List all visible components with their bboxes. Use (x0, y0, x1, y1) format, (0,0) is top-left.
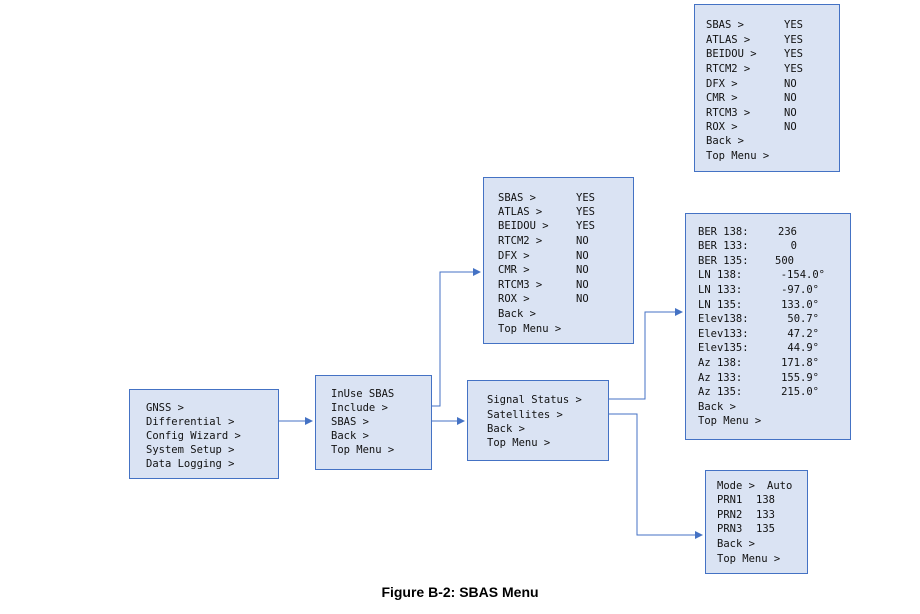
satellites-prn-label: PRN1 (717, 494, 743, 506)
menu-item-top-menu[interactable]: Top Menu > (331, 444, 395, 456)
include-value-rox: NO (576, 293, 589, 305)
signal-value: 133.0° (781, 299, 819, 311)
satellites-back[interactable]: Back > (717, 538, 755, 550)
signal-value: 155.9° (781, 372, 819, 384)
satellites-prn-label: PRN3 (717, 523, 743, 535)
variant-value-rox: NO (784, 121, 797, 133)
menu-item-satellites[interactable]: Satellites > (487, 409, 563, 421)
inuse-sbas-status: InUse SBAS (331, 388, 395, 400)
include-value-cmr: NO (576, 264, 589, 276)
signal-status-box: BER 138: 236 BER 133: 0 BER 135: 500 LN … (685, 213, 851, 440)
include-value-rtcm3: NO (576, 279, 589, 291)
satellites-box: Mode > Auto PRN1 138 PRN2 133 PRN3 135 B… (705, 470, 808, 574)
signal-value: 171.8° (781, 357, 819, 369)
signal-value: 500 (775, 255, 794, 267)
include-menu-variant-box: SBAS > YES ATLAS > YES BEIDOU > YES RTCM… (694, 4, 840, 172)
variant-top-menu[interactable]: Top Menu > (706, 150, 770, 162)
signal-label: Elev135: (698, 342, 749, 354)
arrow-signal-status-to-detail (598, 308, 683, 400)
signal-value: 0 (790, 240, 797, 252)
include-value-dfx: NO (576, 250, 589, 262)
include-item-atlas[interactable]: ATLAS > (498, 206, 543, 218)
satellites-mode-value: Auto (767, 480, 793, 492)
menu-item-data-logging[interactable]: Data Logging > (146, 458, 235, 470)
signal-label: Az 138: (698, 357, 743, 369)
include-item-beidou[interactable]: BEIDOU > (498, 220, 549, 232)
figure-caption: Figure B-2: SBAS Menu (381, 584, 539, 600)
include-value-beidou: YES (576, 220, 595, 232)
signal-back[interactable]: Back > (698, 401, 736, 413)
variant-item-rox[interactable]: ROX > (706, 121, 738, 133)
variant-value-dfx: NO (784, 78, 797, 90)
include-item-rox[interactable]: ROX > (498, 293, 530, 305)
satellites-prn-value: 135 (756, 523, 775, 535)
variant-back[interactable]: Back > (706, 135, 744, 147)
menu-item-system-setup[interactable]: System Setup > (146, 444, 235, 456)
menu-item-top-menu[interactable]: Top Menu > (487, 437, 551, 449)
signal-value: 50.7° (787, 313, 819, 325)
menu-item-sbas[interactable]: SBAS > (331, 416, 369, 428)
signal-label: Az 135: (698, 386, 743, 398)
signal-label: Elev138: (698, 313, 749, 325)
satellites-top-menu[interactable]: Top Menu > (717, 553, 781, 565)
signal-label: BER 138: (698, 226, 749, 238)
main-menu-box: GNSS > Differential > Config Wizard > Sy… (129, 389, 279, 479)
signal-label: LN 133: (698, 284, 743, 296)
menu-item-signal-status[interactable]: Signal Status > (487, 394, 582, 406)
variant-item-atlas[interactable]: ATLAS > (706, 34, 751, 46)
menu-item-back[interactable]: Back > (487, 423, 525, 435)
signal-label: LN 138: (698, 269, 743, 281)
variant-value-rtcm3: NO (784, 107, 797, 119)
include-menu-box: SBAS > YES ATLAS > YES BEIDOU > YES RTCM… (483, 177, 634, 344)
variant-value-cmr: NO (784, 92, 797, 104)
variant-value-atlas: YES (784, 34, 803, 46)
variant-value-rtcm2: YES (784, 63, 803, 75)
include-item-cmr[interactable]: CMR > (498, 264, 530, 276)
signal-value: 44.9° (787, 342, 819, 354)
differential-menu-box: InUse SBAS Include > SBAS > Back > Top M… (315, 375, 432, 470)
menu-item-config-wizard[interactable]: Config Wizard > (146, 430, 241, 442)
signal-top-menu[interactable]: Top Menu > (698, 415, 762, 427)
signal-label: Elev133: (698, 328, 749, 340)
signal-value: -154.0° (780, 269, 825, 281)
variant-item-dfx[interactable]: DFX > (706, 78, 738, 90)
variant-item-rtcm2[interactable]: RTCM2 > (706, 63, 751, 75)
variant-item-beidou[interactable]: BEIDOU > (706, 48, 757, 60)
signal-label: BER 135: (698, 255, 749, 267)
signal-value: 236 (778, 226, 797, 238)
variant-item-rtcm3[interactable]: RTCM3 > (706, 107, 751, 119)
include-value-sbas: YES (576, 192, 595, 204)
include-item-sbas[interactable]: SBAS > (498, 192, 536, 204)
menu-item-include[interactable]: Include > (331, 402, 388, 414)
satellites-mode-label[interactable]: Mode > (717, 480, 755, 492)
sbas-menu-box: Signal Status > Satellites > Back > Top … (467, 380, 609, 461)
menu-item-differential[interactable]: Differential > (146, 416, 235, 428)
include-value-atlas: YES (576, 206, 595, 218)
variant-value-beidou: YES (784, 48, 803, 60)
include-value-rtcm2: NO (576, 235, 589, 247)
variant-item-sbas[interactable]: SBAS > (706, 19, 744, 31)
signal-value: 47.2° (787, 328, 819, 340)
signal-value: -97.0° (781, 284, 819, 296)
include-item-rtcm2[interactable]: RTCM2 > (498, 235, 543, 247)
signal-label: LN 135: (698, 299, 743, 311)
include-item-rtcm3[interactable]: RTCM3 > (498, 279, 543, 291)
satellites-prn-value: 133 (756, 509, 775, 521)
variant-value-sbas: YES (784, 19, 803, 31)
satellites-prn-value: 138 (756, 494, 775, 506)
satellites-prn-label: PRN2 (717, 509, 743, 521)
menu-item-gnss[interactable]: GNSS > (146, 402, 184, 414)
signal-label: BER 133: (698, 240, 749, 252)
include-top-menu[interactable]: Top Menu > (498, 323, 562, 335)
signal-label: Az 133: (698, 372, 743, 384)
include-item-dfx[interactable]: DFX > (498, 250, 530, 262)
menu-item-back[interactable]: Back > (331, 430, 369, 442)
variant-item-cmr[interactable]: CMR > (706, 92, 738, 104)
include-back[interactable]: Back > (498, 308, 536, 320)
signal-value: 215.0° (781, 386, 819, 398)
